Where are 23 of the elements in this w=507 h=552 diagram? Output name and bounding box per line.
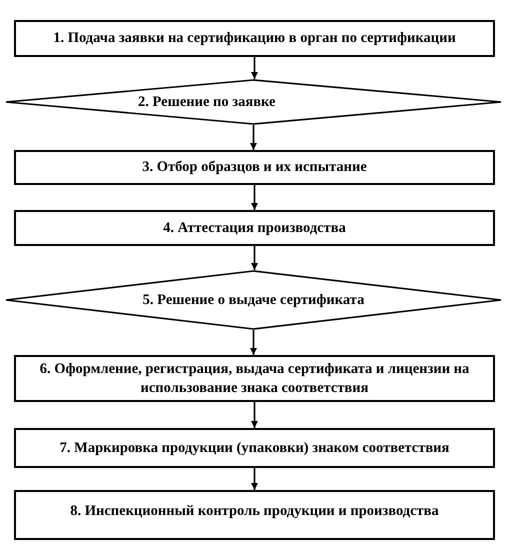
step-label: 1. Подача заявки на сертификацию в орган по сертификации (53, 29, 456, 48)
process-box (14, 150, 495, 185)
step-label: 2. Решение по заявке (138, 92, 276, 112)
process-box (14, 355, 495, 402)
process-box (14, 20, 495, 57)
arrow (250, 330, 257, 355)
step-label: 5. Решение о выдаче сертификата (142, 290, 364, 310)
arrow (251, 468, 258, 490)
step-label: 6. Оформление, регистрация, выдача сертификата и лицензии на использование знака соответствия (38, 360, 470, 398)
arrow (251, 246, 258, 270)
process-box (14, 210, 495, 246)
step-label: 4. Аттестация производства (163, 218, 346, 238)
decision-diamond (5, 79, 502, 125)
arrow (250, 125, 257, 150)
arrow (251, 57, 258, 79)
arrow (251, 402, 258, 428)
process-box (14, 428, 495, 468)
step-label: 8. Инспекционный контроль продукции и производства (70, 502, 439, 521)
decision-diamond (5, 270, 502, 330)
step-label: 3. Отбор образцов и их испытание (142, 158, 367, 177)
step-label: 7. Маркировка продукции (упаковки) знаком соответствия (60, 438, 450, 458)
arrow (251, 185, 258, 210)
process-box (14, 490, 495, 540)
